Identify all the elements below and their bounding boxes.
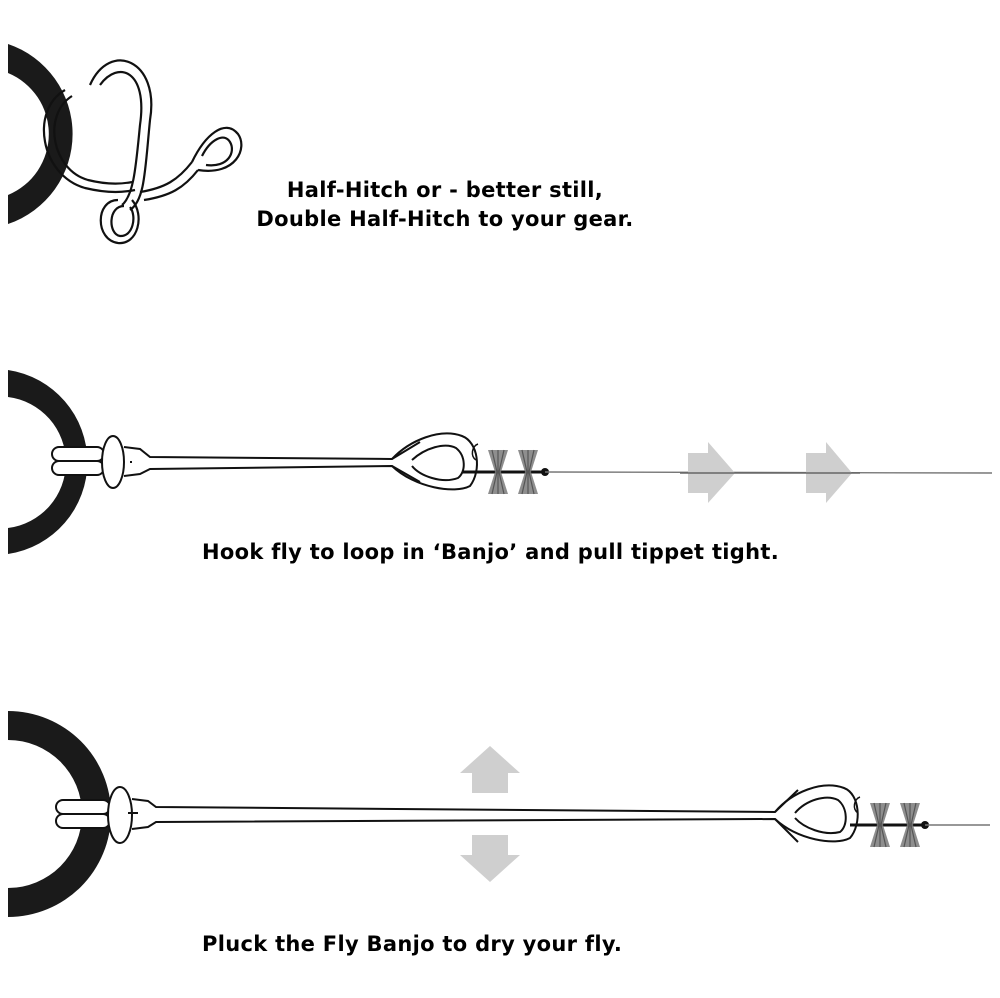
step-3-illustration: [8, 711, 990, 917]
step-1-caption-line-1: Half-Hitch or - better still,: [286, 178, 604, 202]
step-2-illustration: [8, 370, 993, 554]
cord-wrap-icon: [51, 435, 125, 489]
step-1-caption-line-2: Double Half-Hitch to your gear.: [256, 207, 634, 231]
step-1-caption: Half-Hitch or - better still, Double Hal…: [250, 176, 640, 234]
banjo-cord-icon: [128, 784, 859, 843]
arrow-down-icon: [460, 835, 520, 882]
gear-ring-icon: [8, 44, 73, 224]
fly-icon: [850, 796, 929, 848]
cord-wrap-icon: [55, 786, 133, 844]
arrow-up-icon: [460, 746, 520, 793]
step-2-caption-line-1: Hook fly to loop in ‘Banjo’ and pull tip…: [202, 540, 779, 564]
step-2-caption: Hook fly to loop in ‘Banjo’ and pull tip…: [202, 538, 779, 567]
gear-ring-icon: [8, 711, 111, 917]
gear-ring-icon: [8, 370, 88, 554]
banjo-cord-icon: [123, 432, 478, 491]
step-1-illustration: [8, 44, 243, 245]
half-hitch-loop-icon: [42, 59, 243, 245]
step-3-caption-line-1: Pluck the Fly Banjo to dry your fly.: [202, 932, 623, 956]
step-3-caption: Pluck the Fly Banjo to dry your fly.: [202, 930, 622, 959]
